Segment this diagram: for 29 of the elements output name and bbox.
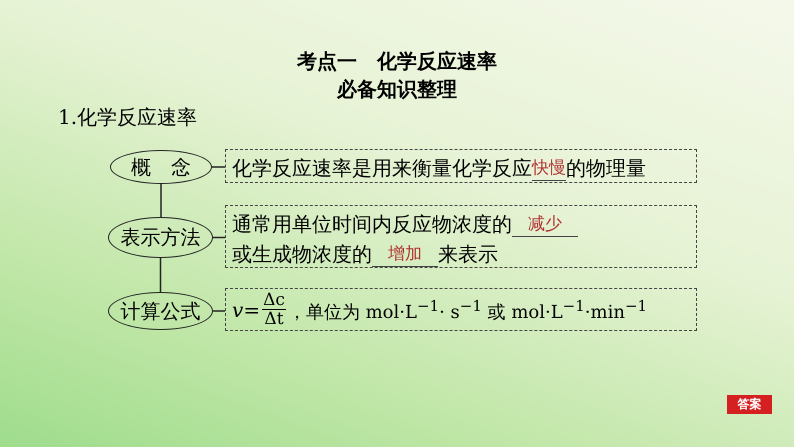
connector-line: [213, 310, 225, 312]
answer-button: 答案: [727, 395, 772, 414]
dashed-box: [225, 149, 697, 183]
box-text: 或生成物浓度的: [232, 241, 372, 268]
connector-line: [212, 166, 225, 168]
box-text: 的物理量: [566, 155, 646, 182]
subtitle: 必备知识整理: [336, 76, 458, 103]
fraction: Δc Δt: [262, 291, 286, 328]
box-text: 来表示: [438, 241, 498, 268]
topic-ellipse: [110, 150, 212, 184]
topic-ellipse: [108, 292, 213, 330]
dashed-box: [225, 205, 697, 268]
formula-text: v=: [232, 296, 260, 324]
answer-blank: 增加: [372, 242, 438, 266]
dashed-box: [225, 288, 697, 331]
topic-text: 计算公式: [120, 298, 200, 324]
connector-line: [213, 236, 225, 238]
connector-line: [160, 258, 162, 292]
box-text: 通常用单位时间内反应物浓度的: [232, 211, 512, 238]
topic-ellipse: [108, 217, 213, 258]
connector-line: [160, 184, 162, 217]
answer-blank: 快慢: [532, 156, 566, 180]
title: 考点一 化学反应速率: [296, 48, 498, 75]
topic-text: 概 念: [131, 154, 191, 180]
answer-blank: 减少: [512, 212, 578, 236]
topic-text: 表示方法: [120, 224, 200, 251]
unit-text: ，单位为 mol·L$^{−1}$· s$^{−1}$ 或 mol·L$^{−1}$·min$^{−1}$: [288, 296, 648, 325]
section-heading: 1.化学反应速率: [58, 104, 198, 131]
box-text: 化学反应速率是用来衡量化学反应: [232, 155, 532, 182]
